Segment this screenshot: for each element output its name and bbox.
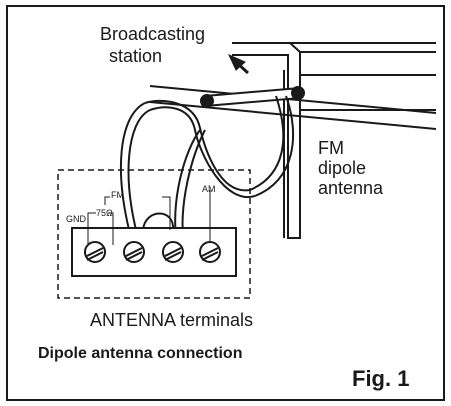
ohm-label: 75Ω bbox=[96, 208, 113, 218]
fm-label-2: dipole bbox=[318, 158, 367, 178]
caption: Dipole antenna connection bbox=[38, 345, 243, 362]
screw-gnd bbox=[84, 241, 106, 263]
am-label: AM bbox=[202, 184, 216, 194]
fm-label-1: FM bbox=[318, 138, 344, 158]
outer-border bbox=[6, 5, 445, 401]
screw-am bbox=[199, 241, 221, 263]
terminals-label: ANTENNA terminals bbox=[90, 310, 254, 330]
dipole-element bbox=[200, 86, 305, 108]
terminal-screws bbox=[84, 241, 221, 263]
screw-fm-1 bbox=[123, 241, 145, 263]
gnd-label: GND bbox=[66, 214, 86, 224]
terminal-box-outline bbox=[57, 169, 251, 299]
window-frame bbox=[149, 42, 437, 239]
figure-number: Fig. 1 bbox=[352, 366, 410, 391]
screw-fm-2 bbox=[162, 241, 184, 263]
feeder-cable bbox=[119, 95, 295, 246]
label-leaders bbox=[87, 190, 211, 245]
broadcasting-label-1: Broadcasting bbox=[100, 24, 206, 44]
fm-label-3: antenna bbox=[318, 178, 384, 198]
direction-arrow bbox=[227, 54, 250, 75]
broadcasting-label-2: station bbox=[109, 46, 163, 66]
fm-terminal-label: FM bbox=[111, 190, 124, 200]
